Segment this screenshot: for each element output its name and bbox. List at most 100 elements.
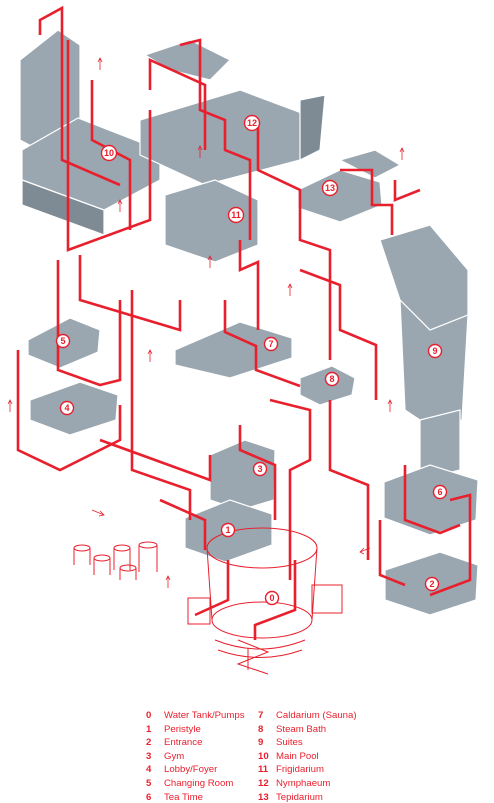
badge-6-label: 6 bbox=[437, 487, 442, 497]
badge-0: 0 bbox=[264, 590, 280, 606]
pipe-segment bbox=[66, 40, 152, 252]
legend-label: Caldarium (Sauna) bbox=[276, 710, 357, 721]
badge-8-label: 8 bbox=[329, 374, 334, 384]
slab-suites-roof bbox=[379, 224, 469, 331]
flow-arrow bbox=[197, 145, 203, 158]
legend-number: 3 bbox=[146, 750, 152, 762]
legend-number: 10 bbox=[258, 750, 269, 762]
slab-steam-bath bbox=[299, 365, 356, 406]
tank-side bbox=[311, 547, 318, 621]
legend-number: 1 bbox=[146, 723, 152, 735]
badge-5: 5 bbox=[55, 333, 71, 349]
pipe-segment bbox=[253, 560, 297, 640]
legend-number: 0 bbox=[146, 710, 152, 721]
legend-item: 13 Tepidarium bbox=[258, 791, 406, 803]
badge-2-label: 2 bbox=[429, 579, 434, 589]
pump-unit bbox=[187, 597, 211, 625]
slab-nymphaeum bbox=[139, 89, 321, 186]
legend-label: Gym bbox=[164, 750, 185, 762]
slab-tepidarium-top bbox=[338, 149, 402, 179]
badge-10: 10 bbox=[100, 144, 118, 162]
badge-12-label: 12 bbox=[247, 118, 257, 128]
pipe-segment bbox=[340, 168, 394, 235]
legend-label: Tepidarium bbox=[276, 791, 323, 803]
pipe-segment bbox=[179, 38, 252, 240]
slab-main-pool-base bbox=[21, 179, 105, 236]
badge-4: 4 bbox=[59, 400, 75, 416]
legend-label: Frigidarium bbox=[276, 764, 324, 776]
flow-arrow bbox=[147, 349, 153, 362]
flow-arrows bbox=[7, 57, 405, 588]
slab-suites-tower bbox=[399, 298, 469, 431]
flow-arrow bbox=[91, 509, 105, 517]
legend-number: 6 bbox=[146, 791, 152, 803]
slab-caldarium bbox=[174, 321, 293, 379]
legend-label: Lobby/Foyer bbox=[164, 764, 218, 776]
pipe-segment bbox=[16, 350, 122, 472]
pipe-network bbox=[16, 5, 472, 640]
badge-7-label: 7 bbox=[268, 339, 273, 349]
badge-9: 9 bbox=[427, 343, 443, 359]
legend-label: Steam Bath bbox=[276, 723, 327, 735]
badge-11-label: 11 bbox=[231, 210, 241, 220]
badge-13-label: 13 bbox=[325, 183, 335, 193]
badge-7: 7 bbox=[263, 336, 279, 352]
legend-number: 2 bbox=[146, 737, 152, 749]
pipe-segment bbox=[130, 290, 192, 520]
badge-1: 1 bbox=[220, 522, 236, 538]
badge-12: 12 bbox=[243, 114, 261, 132]
cylinder-top bbox=[93, 554, 111, 562]
slab-frigidarium bbox=[164, 179, 259, 263]
badge-11: 11 bbox=[227, 206, 245, 224]
badge-1-label: 1 bbox=[225, 525, 230, 535]
room-slabs bbox=[19, 29, 479, 616]
pipe-segment bbox=[223, 300, 301, 388]
legend-label: Changing Room bbox=[164, 777, 234, 789]
badge-10-label: 10 bbox=[104, 148, 114, 158]
isometric-diagram: 0 1 2 3 4 5 6 7 8 9 10 11 12 13 bbox=[7, 5, 479, 675]
slab-tea-time bbox=[383, 464, 479, 536]
slab-suites-column bbox=[419, 409, 461, 481]
pipe-segment bbox=[159, 498, 207, 550]
badge-13: 13 bbox=[321, 179, 339, 197]
legend-number: 13 bbox=[258, 791, 269, 803]
legend-number: 7 bbox=[258, 710, 264, 721]
pipe-segment bbox=[378, 520, 406, 587]
pipe-segment bbox=[78, 255, 182, 332]
legend-label: Entrance bbox=[164, 737, 203, 749]
flow-arrow bbox=[165, 575, 171, 588]
cylinder-top bbox=[119, 564, 137, 572]
pipe-segment bbox=[403, 465, 461, 535]
legend-number: 5 bbox=[146, 777, 152, 789]
slab-nymphaeum-canopy bbox=[143, 39, 232, 81]
legend-item: 7 Caldarium (Sauna) bbox=[258, 710, 406, 722]
legend-item: 8 Steam Bath bbox=[258, 723, 406, 736]
legend-number: 8 bbox=[258, 723, 264, 735]
flow-arrow bbox=[399, 147, 405, 160]
flow-arrow bbox=[287, 283, 293, 296]
badge-9-label: 9 bbox=[432, 346, 437, 356]
flow-arrow bbox=[207, 255, 213, 268]
badge-3-label: 3 bbox=[257, 464, 262, 474]
pipe-segment bbox=[238, 425, 277, 520]
pipe-segment bbox=[328, 400, 370, 560]
flow-arrow bbox=[387, 399, 393, 412]
legend-label: Suites bbox=[276, 737, 303, 749]
badge-3: 3 bbox=[252, 461, 268, 477]
pipe-segment bbox=[429, 493, 472, 597]
flow-arrow bbox=[117, 199, 123, 212]
badge-5-label: 5 bbox=[60, 336, 65, 346]
flow-arrow bbox=[7, 399, 13, 412]
badge-6: 6 bbox=[432, 484, 448, 500]
legend-number: 4 bbox=[146, 764, 152, 776]
slab-nymphaeum-side bbox=[299, 94, 326, 161]
tank-side bbox=[206, 547, 213, 621]
flow-arrow bbox=[359, 547, 371, 555]
pump-piping bbox=[236, 639, 270, 675]
